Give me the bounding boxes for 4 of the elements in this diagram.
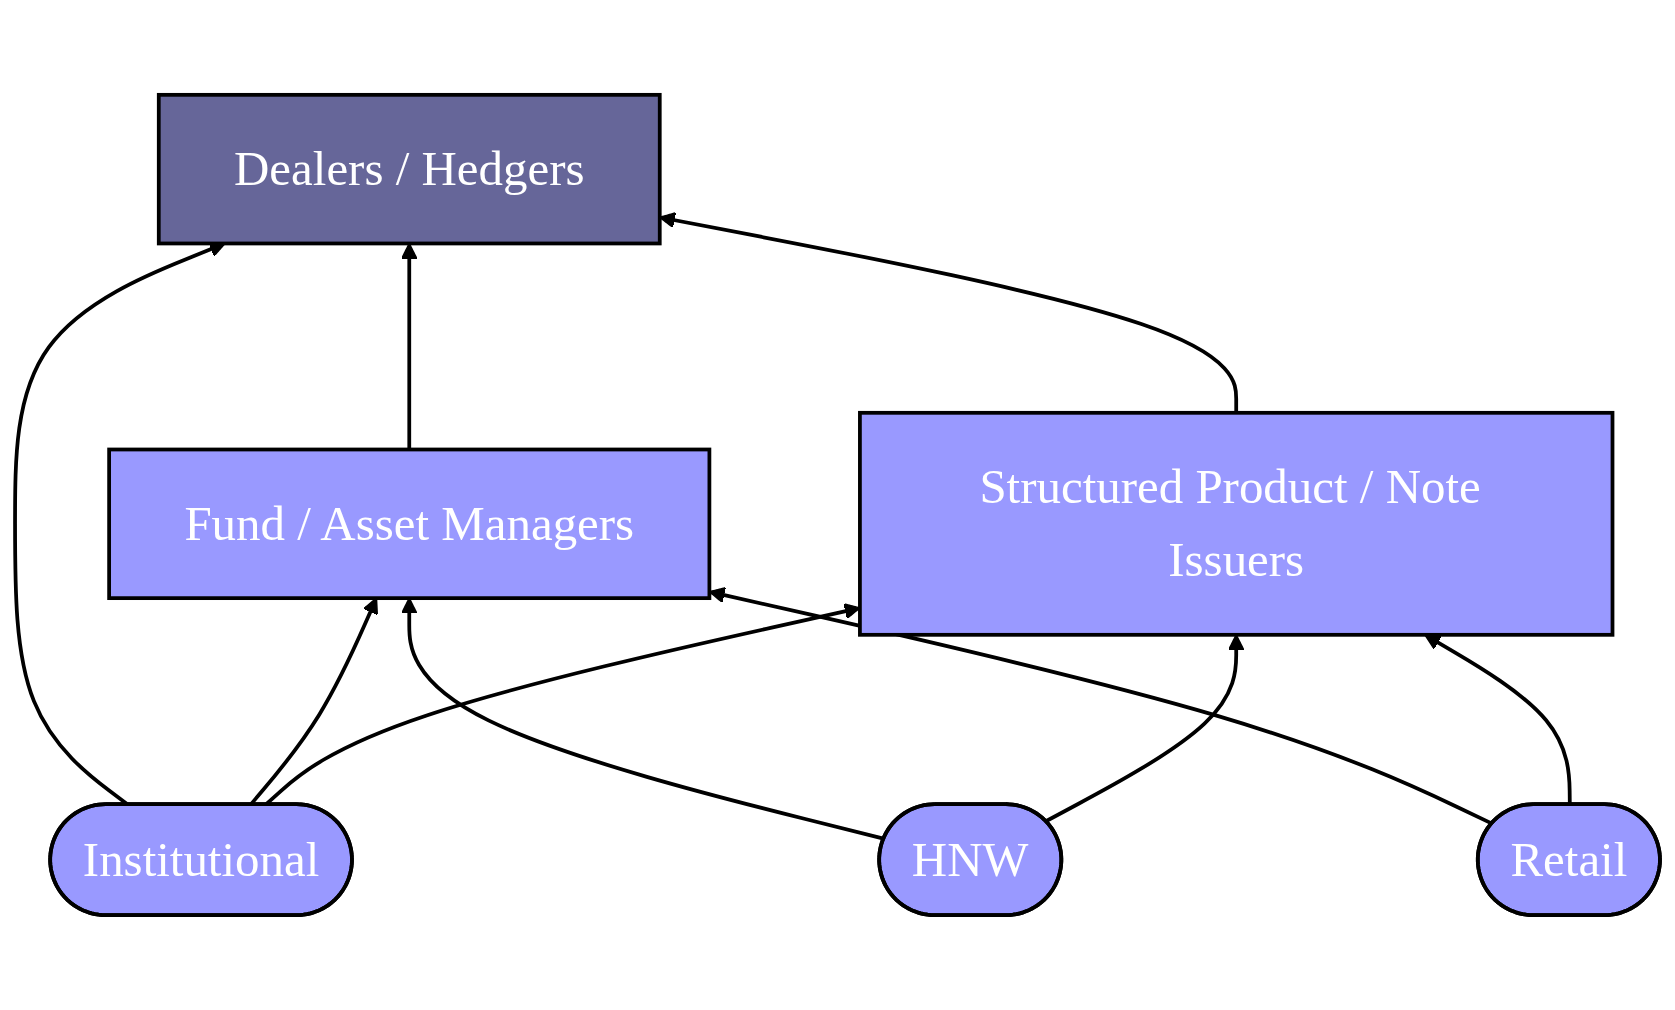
node-box: Structured Product / Note Issuers [858, 410, 1615, 637]
arrow [1045, 634, 1245, 823]
node-box: Dealers / Hedgers [156, 92, 662, 246]
node-box: Fund / Asset Managers [107, 447, 712, 600]
